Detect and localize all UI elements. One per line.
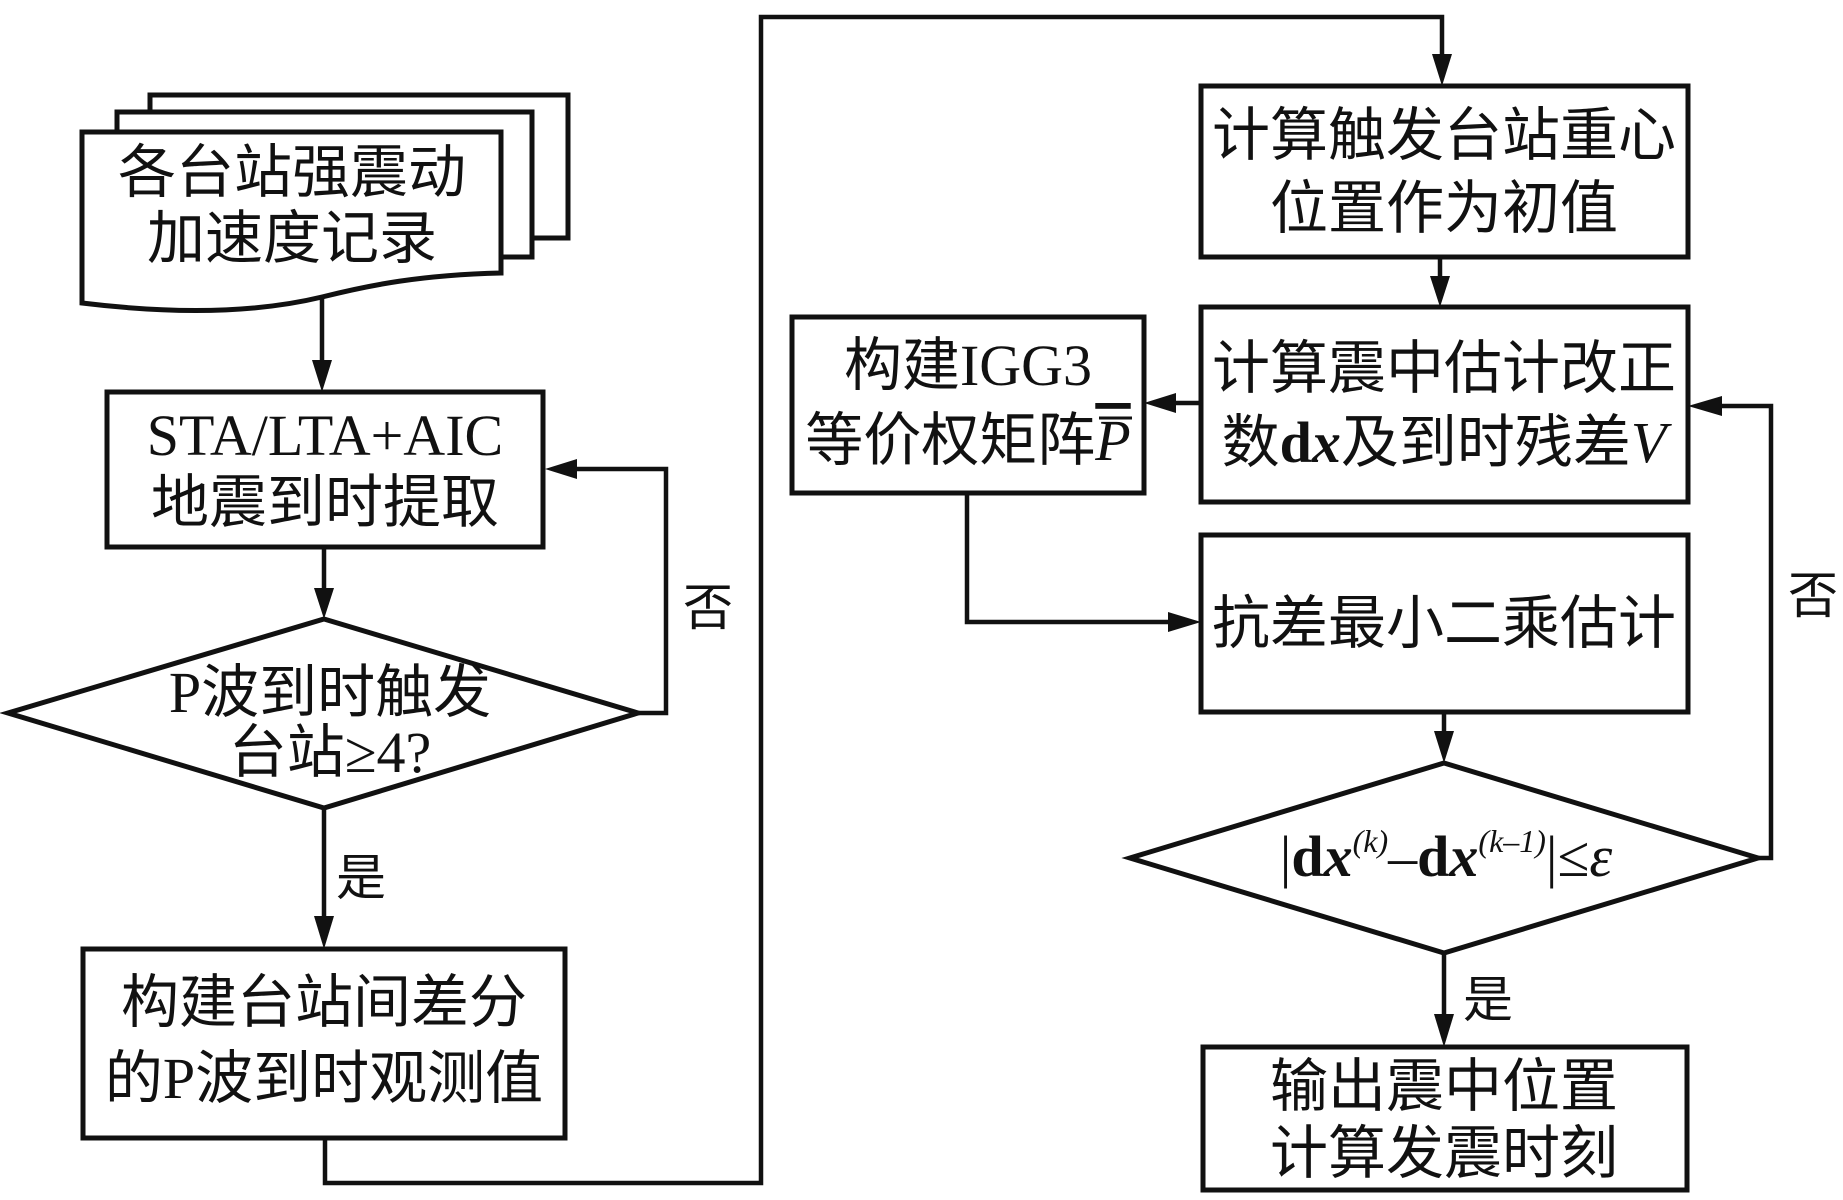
igg3-line-1: 构建IGG3 [844,333,1092,398]
arrowhead [545,459,577,479]
arrowhead [1434,731,1454,763]
label-convergence-no: 否 [1788,568,1838,624]
node-output: 输出震中位置 计算发震时刻 [1200,1044,1690,1193]
diff-obs-line-1: 构建台站间差分 [121,970,527,1035]
arrowhead [314,588,334,619]
label-convergence-yes: 是 [1463,972,1513,1028]
igg3-line-2: 等价权矩阵P [805,408,1130,473]
trigger-line-1: P波到时触发 [169,660,491,725]
edge-diffobs-centroid [322,14,1452,1186]
diff-obs-line-2: 的P波到时观测值 [105,1046,543,1111]
edge-correction-igg3 [1144,393,1201,413]
centroid-line-1: 计算触发台站重心 [1212,103,1676,168]
node-centroid: 计算触发台站重心 位置作为初值 [1198,83,1691,260]
node-trigger-check: P波到时触发 台站≥4? [0,616,647,811]
edge-robust-convergence [1434,712,1454,763]
arrowhead [1430,276,1450,307]
edge-convergence-no: 否 [1688,396,1838,861]
edge-centroid-correction [1430,257,1450,307]
node-records: 各台站强震动 加速度记录 [79,92,571,313]
convergence-formula: |dx(k)–dx(k–1)|≤ε [1280,823,1613,889]
node-diff-obs: 构建台站间差分 的P波到时观测值 [80,946,568,1141]
correction-line-2: 数dx及到时残差V [1222,410,1673,475]
node-convergence: |dx(k)–dx(k–1)|≤ε [1121,760,1767,956]
robust-ls-line-1: 抗差最小二乘估计 [1212,591,1676,656]
node-correction: 计算震中估计改正 数dx及到时残差V [1198,304,1691,505]
correction-line-1: 计算震中估计改正 [1212,336,1676,401]
arrowhead [1434,1014,1454,1047]
node-igg3: 构建IGG3 等价权矩阵P [789,314,1147,496]
label-trigger-no: 否 [683,580,733,636]
centroid-line-2: 位置作为初值 [1270,176,1618,241]
node-picking: STA/LTA+AIC 地震到时提取 [104,389,546,550]
edge-picking-trigger [314,547,334,619]
arrowhead [1168,612,1201,632]
output-line-1: 输出震中位置 [1270,1054,1618,1119]
picking-line-1: STA/LTA+AIC [147,403,503,468]
arrowhead [1688,396,1722,416]
edge-convergence-yes: 是 [1434,953,1513,1047]
arrowhead [312,360,332,392]
edge-trigger-yes: 是 [314,808,386,949]
picking-line-2: 地震到时提取 [151,470,499,535]
arrowhead [1432,54,1452,86]
node-robust-ls: 抗差最小二乘估计 [1198,532,1691,715]
trigger-line-2: 台站≥4? [229,720,432,785]
arrowhead [1144,393,1176,413]
edge-trigger-no: 否 [545,459,733,716]
output-line-2: 计算发震时刻 [1270,1121,1618,1186]
label-trigger-yes: 是 [336,850,386,906]
records-line-2: 加速度记录 [147,206,437,271]
edge-records-picking [312,297,332,392]
edge-igg3-robust [964,493,1201,632]
records-line-1: 各台站强震动 [118,140,466,205]
arrowhead [314,916,334,949]
